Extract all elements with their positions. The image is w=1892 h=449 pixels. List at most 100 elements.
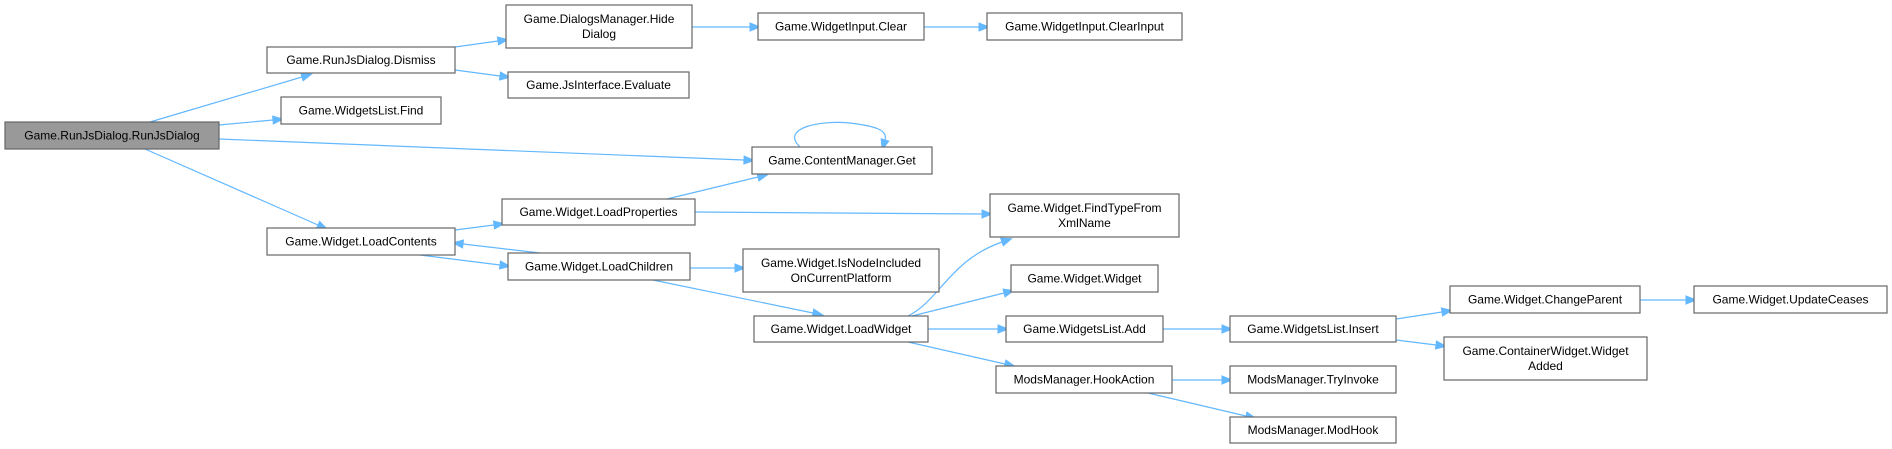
node-find[interactable]: Game.WidgetsList.Find xyxy=(280,96,442,125)
node-label: Game.WidgetsList.Add xyxy=(1023,322,1146,336)
node-label: Game.ContentManager.Get xyxy=(768,154,916,168)
edge-line xyxy=(907,341,1006,365)
edge-wlinsert-to-changeparent xyxy=(1395,307,1454,320)
node-clear[interactable]: Game.WidgetInput.Clear xyxy=(757,12,925,41)
node-box[interactable] xyxy=(1229,365,1397,394)
arrowhead-icon xyxy=(272,115,285,125)
node-clearinput[interactable]: Game.WidgetInput.ClearInput xyxy=(986,12,1183,41)
node-label: Game.DialogsManager.Hide xyxy=(524,12,675,26)
node-box[interactable] xyxy=(280,96,442,125)
node-label: Game.Widget.ChangeParent xyxy=(1468,293,1623,307)
edge-hidedialog-to-clear xyxy=(692,22,762,32)
node-label: Added xyxy=(1528,359,1563,373)
edge-root-to-loadcontents xyxy=(144,148,329,230)
node-dismiss[interactable]: Game.RunJsDialog.Dismiss xyxy=(266,46,456,74)
arrowhead-icon xyxy=(981,209,994,219)
arrowhead-icon xyxy=(734,263,747,273)
node-cmget[interactable]: Game.ContentManager.Get xyxy=(751,146,933,175)
arrowhead-icon xyxy=(451,239,465,249)
node-box[interactable] xyxy=(507,71,690,99)
edge-loadwidget-to-hookaction xyxy=(907,341,1017,369)
node-box[interactable] xyxy=(995,365,1173,394)
edge-line xyxy=(1395,339,1437,346)
edge-line xyxy=(907,241,1003,317)
arrowhead-icon xyxy=(743,155,756,165)
node-loadproperties[interactable]: Game.Widget.LoadProperties xyxy=(501,198,696,226)
node-label: ModsManager.TryInvoke xyxy=(1247,373,1379,387)
edge-loadcontents-to-loadchildren xyxy=(419,254,512,270)
node-box[interactable] xyxy=(266,227,456,256)
node-label: Game.Widget.UpdateCeases xyxy=(1712,293,1868,307)
node-box[interactable] xyxy=(1449,285,1641,314)
node-loadcontents[interactable]: Game.Widget.LoadContents xyxy=(266,227,456,256)
arrowhead-icon xyxy=(300,72,313,82)
node-box[interactable] xyxy=(1443,336,1648,381)
node-box[interactable] xyxy=(742,248,940,293)
node-wladd[interactable]: Game.WidgetsList.Add xyxy=(1005,315,1164,343)
node-modhook[interactable]: ModsManager.ModHook xyxy=(1229,416,1397,444)
arrowhead-icon xyxy=(999,237,1013,247)
node-box[interactable] xyxy=(986,12,1183,41)
node-isnode[interactable]: Game.Widget.IsNodeIncludedOnCurrentPlatf… xyxy=(742,248,940,293)
edge-wladd-to-wlinsert xyxy=(1163,324,1234,334)
node-box[interactable] xyxy=(1010,264,1159,293)
arrowhead-icon xyxy=(498,260,512,270)
node-tryinvoke[interactable]: ModsManager.TryInvoke xyxy=(1229,365,1397,394)
edge-line xyxy=(652,279,814,314)
edge-line xyxy=(144,148,319,226)
edge-line xyxy=(419,254,501,266)
edge-line xyxy=(694,211,983,215)
edge-cmget-to-cmget xyxy=(794,121,890,151)
edge-dismiss-to-evaluate xyxy=(454,69,512,81)
node-box[interactable] xyxy=(1229,416,1397,444)
edge-loadchildren-to-loadcontents xyxy=(451,239,541,254)
edge-hookaction-to-tryinvoke xyxy=(1172,375,1234,385)
arrowhead-icon xyxy=(1440,307,1454,317)
arrowhead-icon xyxy=(1685,295,1698,305)
edge-line xyxy=(454,40,499,48)
node-evaluate[interactable]: Game.JsInterface.Evaluate xyxy=(507,71,690,99)
node-box[interactable] xyxy=(4,121,220,150)
node-box[interactable] xyxy=(757,12,925,41)
edge-loadcontents-to-loadproperties xyxy=(454,220,506,231)
node-wlinsert[interactable]: Game.WidgetsList.Insert xyxy=(1229,315,1397,343)
edge-clear-to-clearinput xyxy=(924,22,991,32)
node-box[interactable] xyxy=(1693,285,1888,314)
node-loadwidget[interactable]: Game.Widget.LoadWidget xyxy=(753,315,929,343)
node-loadchildren[interactable]: Game.Widget.LoadChildren xyxy=(507,252,691,281)
edge-line xyxy=(218,138,745,161)
node-box[interactable] xyxy=(1229,315,1397,343)
node-updateceases[interactable]: Game.Widget.UpdateCeases xyxy=(1693,285,1888,314)
edge-line xyxy=(794,121,886,148)
node-box[interactable] xyxy=(751,146,933,175)
node-widgetctor[interactable]: Game.Widget.Widget xyxy=(1010,264,1159,293)
node-changeparent[interactable]: Game.Widget.ChangeParent xyxy=(1449,285,1641,314)
arrowhead-icon xyxy=(997,324,1010,334)
node-box[interactable] xyxy=(753,315,929,343)
edge-line xyxy=(1395,311,1443,320)
node-label: OnCurrentPlatform xyxy=(791,271,892,285)
node-box[interactable] xyxy=(501,198,696,226)
node-label: Game.WidgetInput.Clear xyxy=(775,20,907,34)
arrowhead-icon xyxy=(498,71,512,81)
edge-line xyxy=(218,119,274,126)
node-box[interactable] xyxy=(266,46,456,74)
edge-dismiss-to-hidedialog xyxy=(454,36,510,48)
edges-layer xyxy=(144,22,1698,421)
edge-loadproperties-to-findtype xyxy=(694,209,994,219)
arrowhead-icon xyxy=(492,220,506,230)
node-label: Game.Widget.LoadChildren xyxy=(525,260,673,274)
node-label: Game.Widget.FindTypeFrom xyxy=(1007,201,1161,215)
node-hookaction[interactable]: ModsManager.HookAction xyxy=(995,365,1173,394)
node-box[interactable] xyxy=(989,193,1180,238)
node-box[interactable] xyxy=(1005,315,1164,343)
node-root[interactable]: Game.RunJsDialog.RunJsDialog xyxy=(4,121,220,150)
node-box[interactable] xyxy=(507,252,691,281)
node-label: ModsManager.ModHook xyxy=(1248,423,1380,437)
node-box[interactable] xyxy=(505,4,693,49)
edge-wlinsert-to-widgetadded xyxy=(1395,339,1448,350)
